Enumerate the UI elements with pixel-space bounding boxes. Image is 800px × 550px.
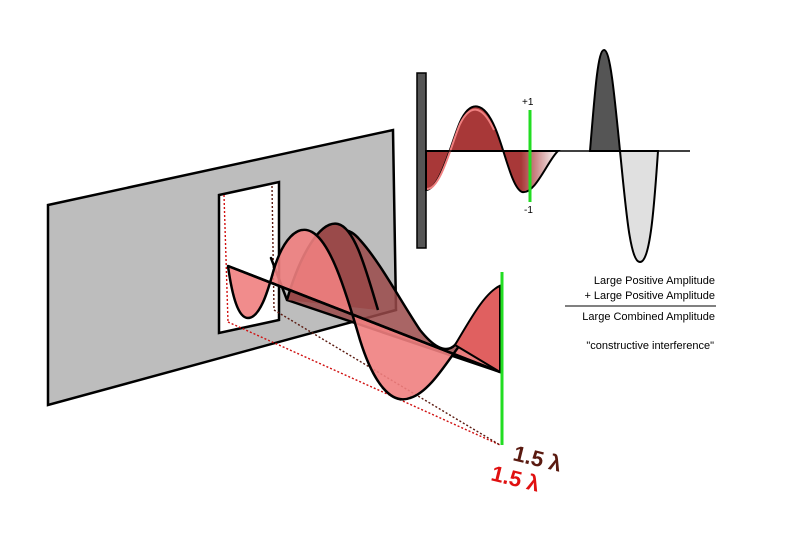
combined-negative-lobe: [618, 150, 660, 264]
red-wave-axis: [227, 264, 501, 374]
sum-line-1: Large Positive Amplitude: [594, 275, 715, 287]
sum-result: Large Combined Amplitude: [582, 311, 715, 323]
minus-one-label: -1: [524, 205, 533, 216]
sum-caption: "constructive interference": [586, 340, 714, 352]
graph-red-wave: [425, 105, 561, 194]
red-path-line: [227, 321, 501, 446]
red-slit-guide: [223, 194, 229, 323]
sum-line-2: + Large Positive Amplitude: [584, 290, 715, 302]
graph-back-plate: [416, 72, 427, 249]
plus-one-label: +1: [522, 97, 534, 108]
dark-slit-guide: [271, 185, 275, 311]
graph-red-wave-light: [426, 108, 495, 190]
combined-positive-lobe: [588, 48, 622, 152]
red-wave-lobe-end: [453, 284, 501, 374]
